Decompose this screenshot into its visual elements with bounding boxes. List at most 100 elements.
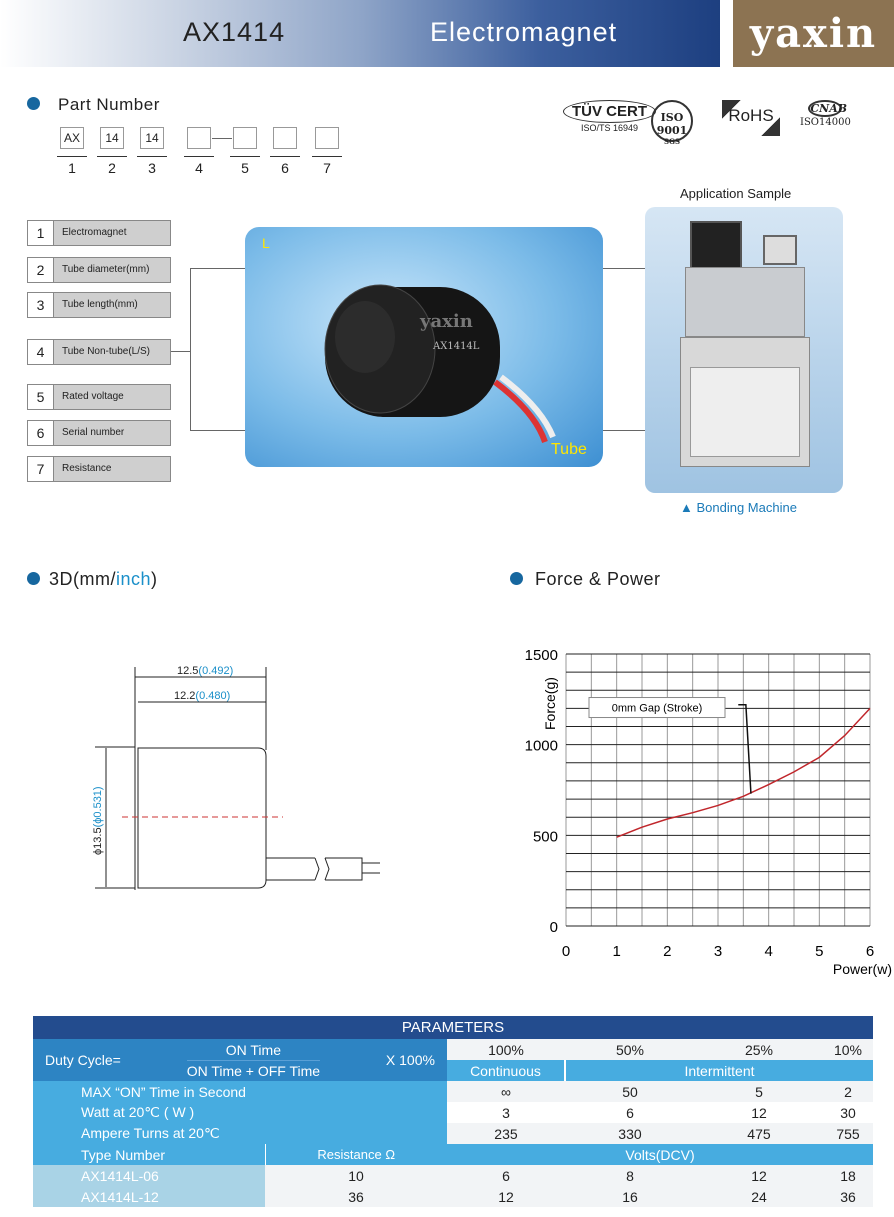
model-title: AX1414 <box>183 17 286 47</box>
duty-value: 25% <box>694 1039 823 1060</box>
parameter-value: 3 <box>502 1104 510 1121</box>
y-tick-label: 0 <box>550 919 558 936</box>
x-tick-label: 0 <box>562 943 570 960</box>
volts-value: 16 <box>564 1186 695 1207</box>
part-code-box <box>233 127 257 149</box>
connector-line <box>190 268 191 430</box>
force-power-heading: Force & Power <box>535 569 661 589</box>
part-underline <box>97 156 127 157</box>
legend-label: Resistance <box>62 463 112 474</box>
brand-logo: yaxin <box>733 0 894 67</box>
part-code-box <box>273 127 297 149</box>
parameter-label: Watt at 20℃ ( W ) <box>33 1102 447 1123</box>
x-tick-label: 1 <box>612 943 620 960</box>
mode-continuous: Continuous <box>446 1060 566 1081</box>
parameters-title: PARAMETERS <box>33 1016 873 1039</box>
volts-value: 6 <box>446 1165 565 1186</box>
x-tick-label: 3 <box>714 943 722 960</box>
resistance-value: 36 <box>265 1186 447 1207</box>
connector-line <box>171 351 190 352</box>
part-position-number: 4 <box>195 160 203 176</box>
legend-item: 2 Tube diameter(mm) <box>27 257 171 283</box>
type-number: AX1414L-06 <box>33 1165 265 1186</box>
part-position-number: 3 <box>148 160 156 176</box>
annotation-box <box>588 697 726 719</box>
part-position-number: 2 <box>108 160 116 176</box>
parameter-label: Ampere Turns at 20℃ <box>33 1123 447 1144</box>
svg-text:ϕ13.5(ϕ0.531): ϕ13.5(ϕ0.531) <box>92 786 104 855</box>
part-dash <box>212 138 232 139</box>
resistance-header: Resistance Ω <box>265 1144 447 1165</box>
application-caption: ▲ Bonding Machine <box>680 500 797 515</box>
bonding-machine-photo <box>645 207 843 493</box>
bullet-icon <box>27 97 40 110</box>
connector-line <box>603 268 645 269</box>
product-image: L Tube yaxin AX1414L <box>245 227 603 467</box>
legend-label: Serial number <box>62 427 125 438</box>
legend-number: 1 <box>28 221 54 245</box>
parameter-value: 6 <box>626 1104 634 1121</box>
part-number-heading: Part Number <box>58 95 160 114</box>
part-underline <box>137 156 167 157</box>
part-underline <box>57 156 87 157</box>
duty-value: 100% <box>446 1039 565 1060</box>
part-underline <box>270 156 300 157</box>
volts-value: 12 <box>446 1186 565 1207</box>
connector-line <box>190 430 245 431</box>
legend-number: 3 <box>28 293 54 317</box>
annotation-leader <box>738 704 752 794</box>
parameter-value: 12 <box>751 1104 767 1121</box>
legend-label: Rated voltage <box>62 391 124 402</box>
dimensions-heading: 3D(mm/inch) <box>49 569 158 589</box>
part-position-number: 5 <box>241 160 249 176</box>
part-code-box <box>187 127 211 149</box>
rohs-logo: RoHS <box>722 100 780 136</box>
parameter-value: 475 <box>694 1123 823 1144</box>
legend-number: 4 <box>28 340 54 364</box>
tag-tube: Tube <box>551 441 587 458</box>
legend-number: 6 <box>28 421 54 445</box>
type-number-header: Type Number <box>33 1144 266 1165</box>
part-underline <box>230 156 260 157</box>
parameter-label: MAX “ON” Time in Second <box>33 1081 447 1102</box>
legend-item: 7 Resistance <box>27 456 171 482</box>
connector-line <box>190 268 245 269</box>
legend-number: 7 <box>28 457 54 481</box>
connector-line <box>603 430 645 431</box>
series-line <box>616 707 871 838</box>
parameter-value: 50 <box>564 1081 695 1102</box>
volts-value: 36 <box>822 1186 873 1207</box>
legend-number: 2 <box>28 258 54 282</box>
legend-item: 6 Serial number <box>27 420 171 446</box>
type-number: AX1414L-12 <box>33 1186 265 1207</box>
svg-text:yaxin: yaxin <box>419 311 473 332</box>
parameter-value: ∞ <box>446 1081 565 1102</box>
y-tick-label: 1000 <box>525 738 558 755</box>
tag-l: L <box>262 235 270 251</box>
annotation-label: 0mm Gap (Stroke) <box>612 703 702 715</box>
legend-label: Tube Non-tube(L/S) <box>62 346 151 357</box>
x-tick-label: 2 <box>663 943 671 960</box>
x-tick-label: 6 <box>866 943 874 960</box>
parameter-value: 235 <box>446 1123 565 1144</box>
volts-value: 18 <box>822 1165 873 1186</box>
resistance-value: 10 <box>265 1165 447 1186</box>
part-position-number: 7 <box>323 160 331 176</box>
parameter-value: 330 <box>564 1123 695 1144</box>
volts-value: 24 <box>694 1186 823 1207</box>
part-code-box: AX <box>60 127 84 149</box>
electromagnet-photo: yaxin AX1414L <box>324 284 556 444</box>
legend-label: Tube diameter(mm) <box>62 264 150 275</box>
duty-value: 50% <box>564 1039 695 1060</box>
